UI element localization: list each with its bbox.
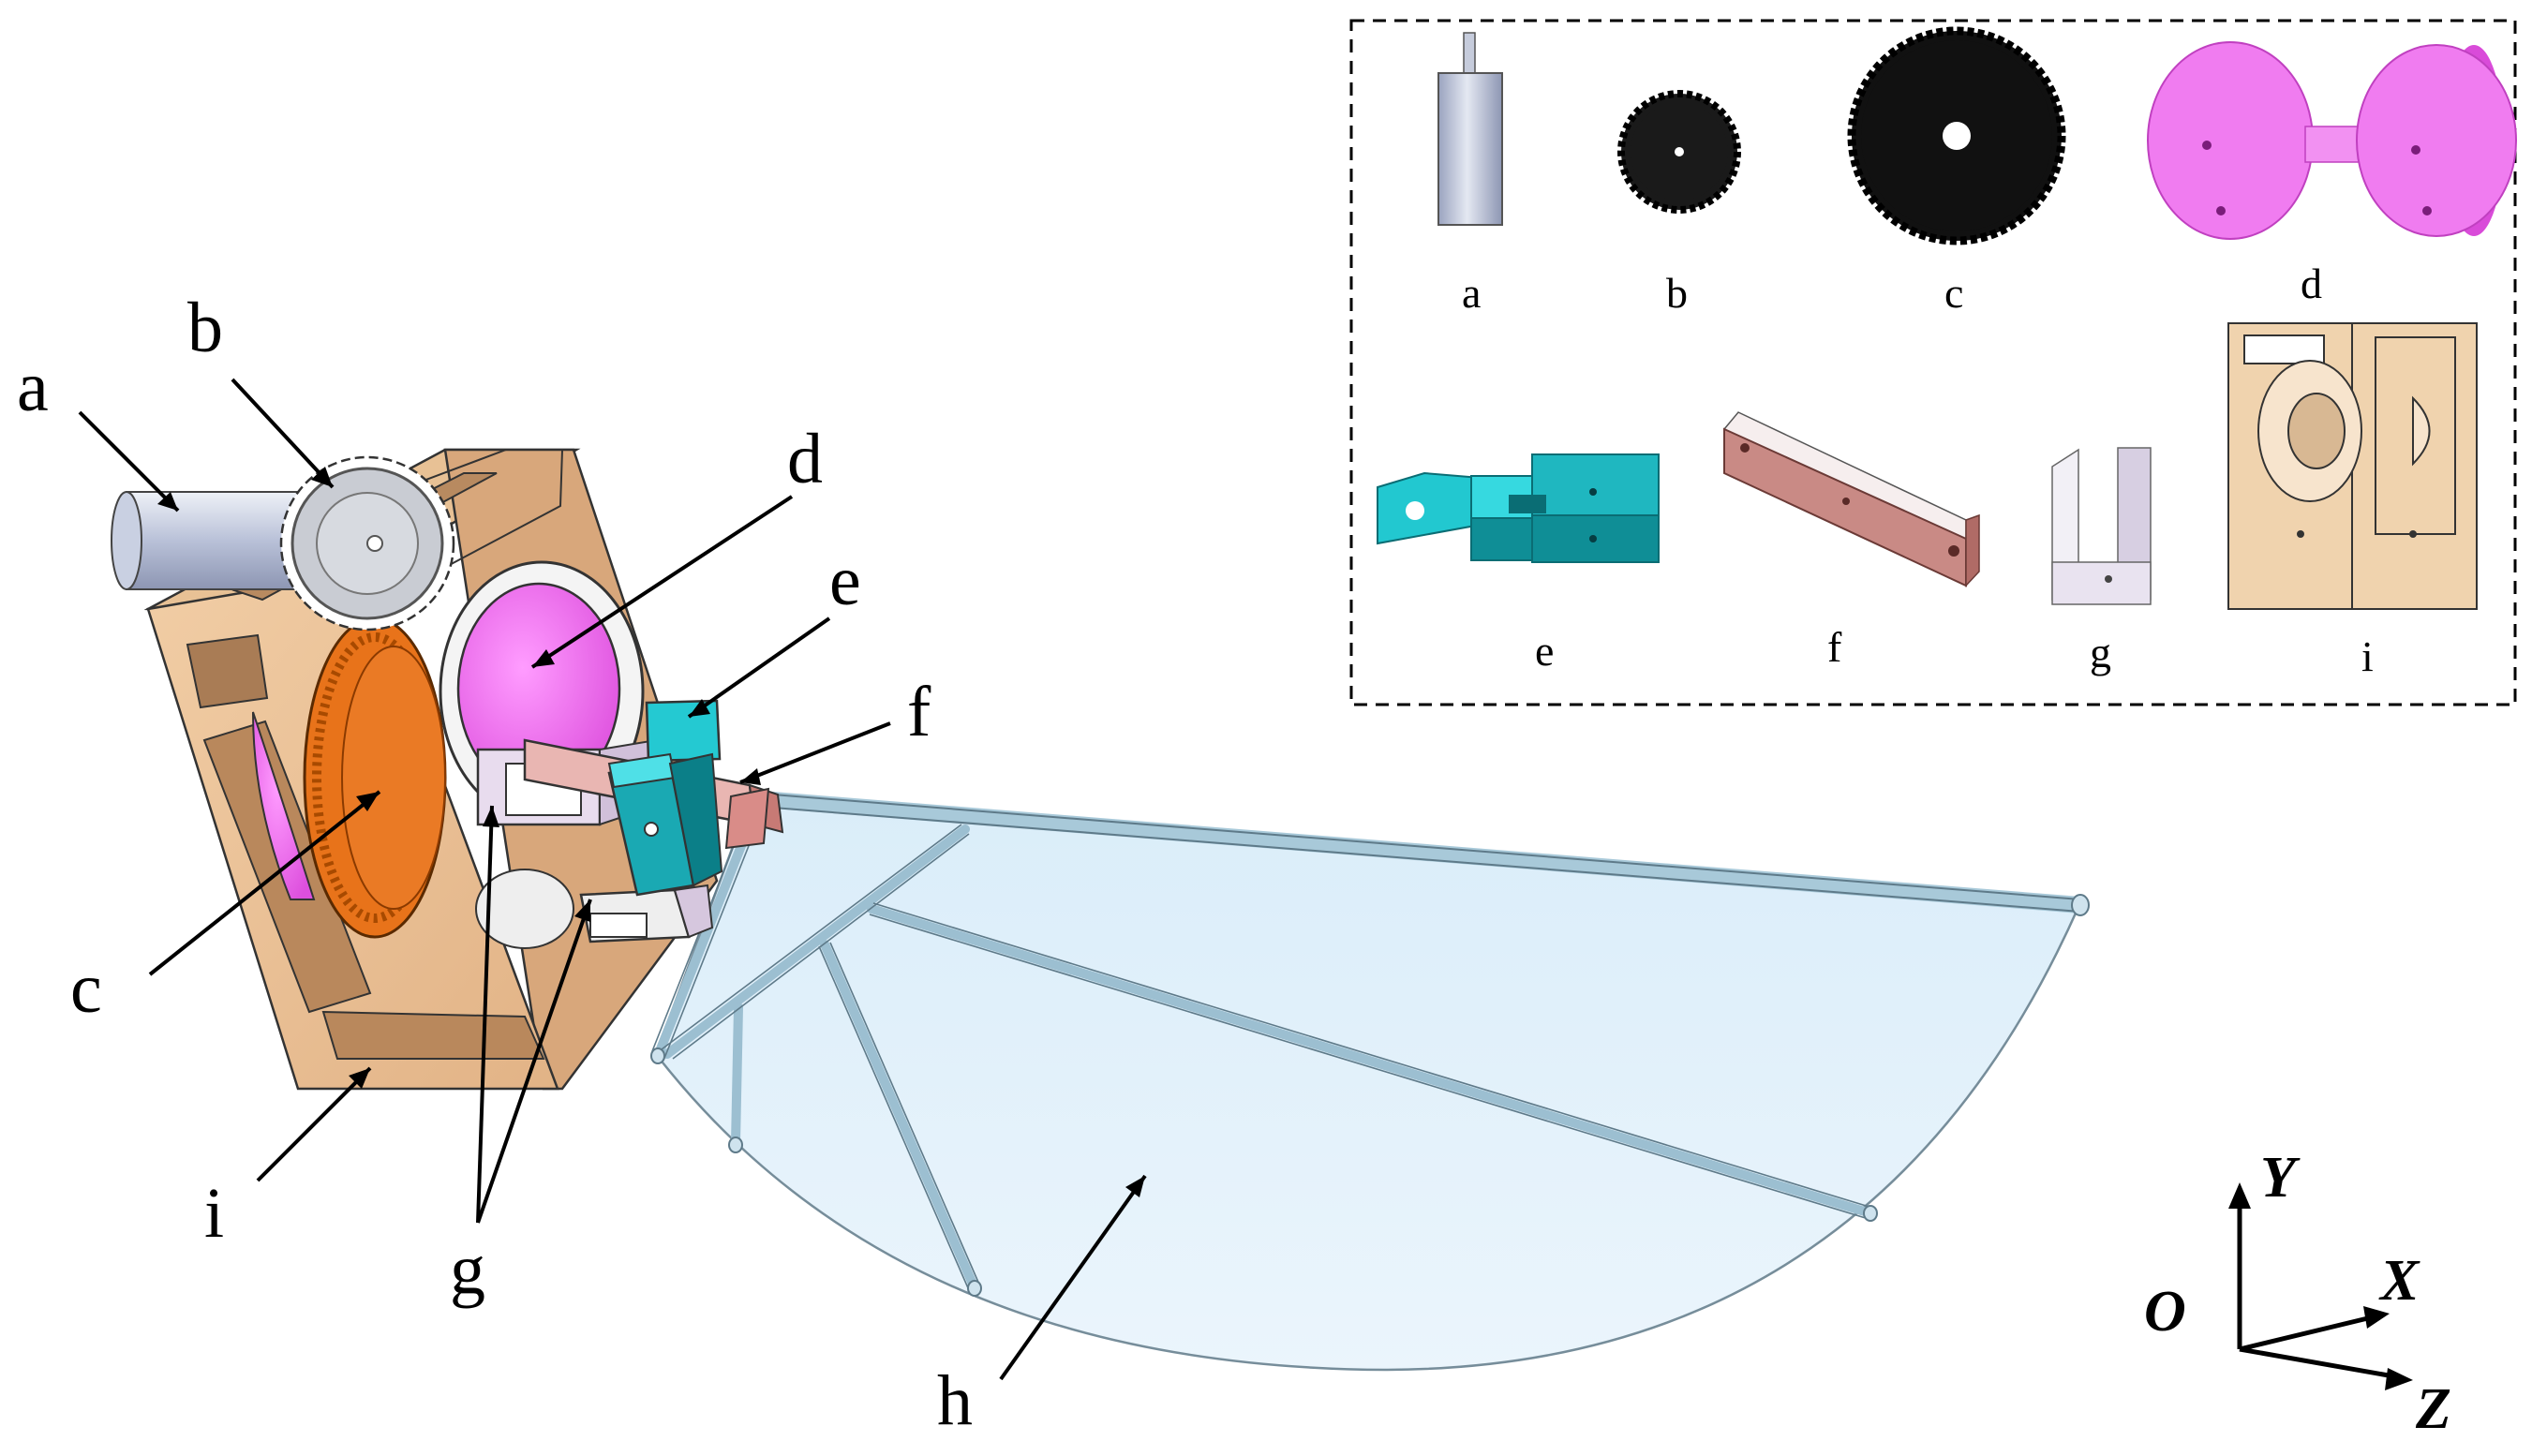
coordinate-axes: Y X Z O [2144, 1146, 2451, 1441]
inset-part-i-frame [2227, 322, 2478, 610]
crank-e [607, 699, 770, 897]
wing-membrane [650, 790, 2090, 1372]
inset-label-d: d [2301, 260, 2322, 307]
inset-part-d-discs [2147, 41, 2517, 240]
callout-i: i [204, 1174, 224, 1253]
callout-h: h [937, 1361, 973, 1440]
callout-g: g [450, 1230, 485, 1309]
callout-e: e [829, 542, 861, 620]
inset-part-e-crank [1377, 453, 1660, 563]
axis-z-label: Z [2415, 1377, 2451, 1441]
leader-lines [78, 378, 1147, 1381]
callout-b: b [187, 289, 223, 367]
callout-a: a [17, 348, 49, 426]
axis-x-label: X [2378, 1249, 2420, 1313]
axis-origin-label: O [2144, 1280, 2186, 1344]
axis-y-label: Y [2260, 1146, 2301, 1210]
inset-label-i: i [2361, 632, 2374, 680]
inset-label-f: f [1827, 623, 1842, 671]
inset-part-g-slider [2051, 447, 2152, 605]
callout-labels: a b c d e f g h i [17, 289, 973, 1440]
inset-label-b: b [1666, 269, 1688, 317]
inset-label-c: c [1944, 269, 1963, 317]
small-gear-b [279, 455, 455, 631]
inset-part-f-link [1722, 411, 1980, 587]
slider-g-lower [579, 884, 714, 943]
inset-part-b-small-gear [1617, 90, 1741, 214]
parts-inset-panel: a b c d e f g i [1349, 19, 2517, 706]
inset-label-e: e [1535, 627, 1554, 675]
inset-label-a: a [1462, 269, 1481, 317]
callout-f: f [907, 673, 931, 751]
inset-part-c-large-gear [1847, 26, 2066, 245]
inset-part-a-motor [1437, 32, 1503, 226]
large-gear-c [303, 617, 447, 939]
inset-label-g: g [2090, 629, 2111, 676]
callout-c: c [70, 949, 102, 1028]
motor-a [111, 491, 305, 590]
callout-d: d [787, 420, 823, 498]
